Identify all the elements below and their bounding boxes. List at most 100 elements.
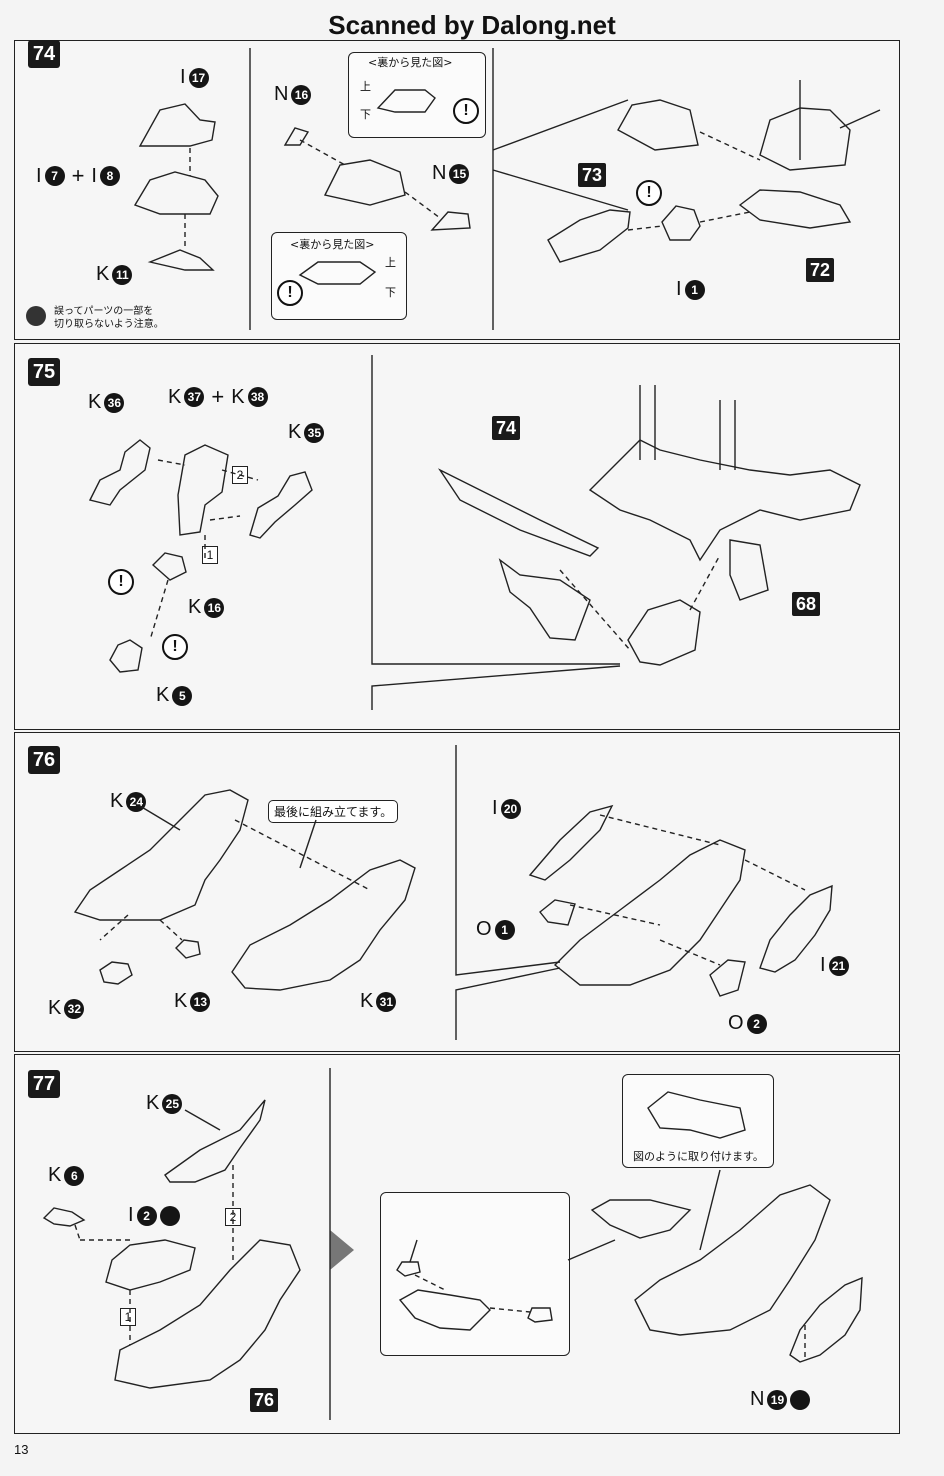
part-label-k35: K 35 — [288, 421, 325, 444]
rear-view-title: <裏から見た図> — [290, 238, 375, 251]
sequence-marker-1: 1 — [202, 546, 218, 564]
part-number-badge: 5 — [172, 685, 193, 706]
part-label-k6: K 6 — [48, 1164, 85, 1187]
part-letter: I — [36, 164, 42, 187]
part-number-badge: 2 — [746, 1013, 767, 1034]
part-number-badge: 36 — [104, 392, 125, 413]
part-label-i1: I 1 — [676, 278, 705, 301]
part-letter: K — [174, 990, 188, 1012]
step-76-number: 76 — [28, 746, 60, 774]
part-number-badge: 1 — [684, 279, 705, 300]
step-77-number: 77 — [28, 1070, 60, 1098]
part-label-k37-k38: K 37 + K 38 — [168, 384, 268, 410]
part-number-badge: 17 — [188, 67, 209, 88]
sequence-marker-1: 1 — [120, 1308, 136, 1326]
part-letter: I — [180, 66, 186, 88]
sequence-marker-2: 2 — [225, 1208, 241, 1226]
part-letter: I — [820, 954, 826, 976]
part-letter: K — [288, 421, 302, 443]
part-letter: I — [91, 164, 97, 187]
cut-note-line2: 切り取らないよう注意。 — [54, 319, 164, 330]
ref-step-72: 72 — [806, 258, 834, 282]
part-number-badge: 19 — [767, 1389, 788, 1410]
part-label-i7-i8: I 7 + I 8 — [36, 163, 120, 189]
part-letter: I — [128, 1204, 134, 1226]
plus-sign: + — [71, 163, 85, 188]
down-label: 下 — [360, 108, 371, 121]
plus-sign: + — [211, 384, 225, 409]
part-number-badge: 32 — [64, 998, 85, 1019]
part-label-i21: I 21 — [820, 954, 849, 977]
step-74-number: 74 — [28, 40, 60, 68]
part-number-badge: 6 — [64, 1165, 85, 1186]
step-76-panel — [14, 732, 900, 1052]
part-number-badge: 35 — [304, 422, 325, 443]
warning-icon: ! — [636, 180, 662, 206]
part-label-n15: N 15 — [432, 162, 470, 185]
part-label-k13: K 13 — [174, 990, 211, 1013]
part-letter: N — [274, 83, 289, 105]
part-number-badge: 31 — [376, 991, 397, 1012]
part-label-n16: N 16 — [274, 83, 312, 106]
warning-icon: ! — [277, 280, 303, 306]
down-label: 下 — [385, 286, 396, 299]
part-number-badge: 7 — [44, 166, 65, 186]
ref-step-73: 73 — [578, 163, 606, 187]
warning-icon: ! — [453, 98, 479, 124]
part-number-badge: 20 — [500, 798, 521, 819]
part-letter: N — [750, 1388, 765, 1410]
part-letter: O — [476, 918, 492, 940]
part-label-n19: N 19 — [750, 1388, 811, 1411]
up-label: 上 — [385, 256, 396, 269]
cut-note-line1: 誤ってパーツの一部を — [54, 306, 154, 317]
part-label-i20: I 20 — [492, 797, 521, 820]
part-label-k36: K 36 — [88, 391, 125, 414]
part-number-badge: 16 — [204, 597, 225, 618]
part-letter: K — [48, 1164, 62, 1186]
part-letter: K — [96, 263, 110, 285]
part-label-k31: K 31 — [360, 990, 397, 1013]
warning-icon: ! — [108, 569, 134, 595]
next-arrow-icon — [330, 1230, 354, 1270]
part-letter: O — [728, 1012, 744, 1034]
part-label-o2: O 2 — [728, 1012, 767, 1035]
part-label-i17: I 17 — [180, 66, 209, 89]
ref-step-76: 76 — [250, 1388, 278, 1412]
part-letter: K — [88, 391, 102, 413]
part-number-badge: 13 — [190, 991, 211, 1012]
paint-mark-icon — [790, 1389, 811, 1410]
part-number-badge: 25 — [162, 1093, 183, 1114]
part-letter: K — [188, 596, 202, 618]
part-label-k5: K 5 — [156, 684, 193, 707]
up-label: 上 — [360, 80, 371, 93]
part-letter: K — [360, 990, 374, 1012]
part-label-k24: K 24 — [110, 790, 147, 813]
part-letter: K — [48, 997, 62, 1019]
part-label-k11: K 11 — [96, 263, 133, 286]
watermark: Scanned by Dalong.net — [328, 10, 616, 40]
part-label-k25: K 25 — [146, 1092, 183, 1115]
assemble-last-callout: 最後に組み立てます。 — [268, 800, 399, 823]
part-number-badge: 11 — [112, 264, 133, 285]
detail-box-reference — [622, 1074, 774, 1168]
part-number-badge: 15 — [449, 163, 470, 184]
part-number-badge: 2 — [136, 1205, 157, 1226]
part-number-badge: 21 — [828, 955, 849, 976]
part-letter: I — [492, 797, 498, 819]
part-label-k32: K 32 — [48, 997, 85, 1020]
step-75-number: 75 — [28, 358, 60, 386]
cut-warning-icon — [26, 306, 46, 326]
warning-icon: ! — [162, 634, 188, 660]
part-letter: K — [110, 790, 124, 812]
ref-step-68: 68 — [792, 592, 820, 616]
part-letter: N — [432, 162, 447, 184]
part-label-k16: K 16 — [188, 596, 225, 619]
part-number-badge: 38 — [247, 387, 268, 407]
part-letter: I — [676, 278, 682, 300]
part-number-badge: 16 — [291, 84, 312, 105]
part-letter: K — [168, 385, 182, 408]
rear-view-title: <裏から見た図> — [368, 56, 453, 69]
step-75-panel — [14, 343, 900, 730]
